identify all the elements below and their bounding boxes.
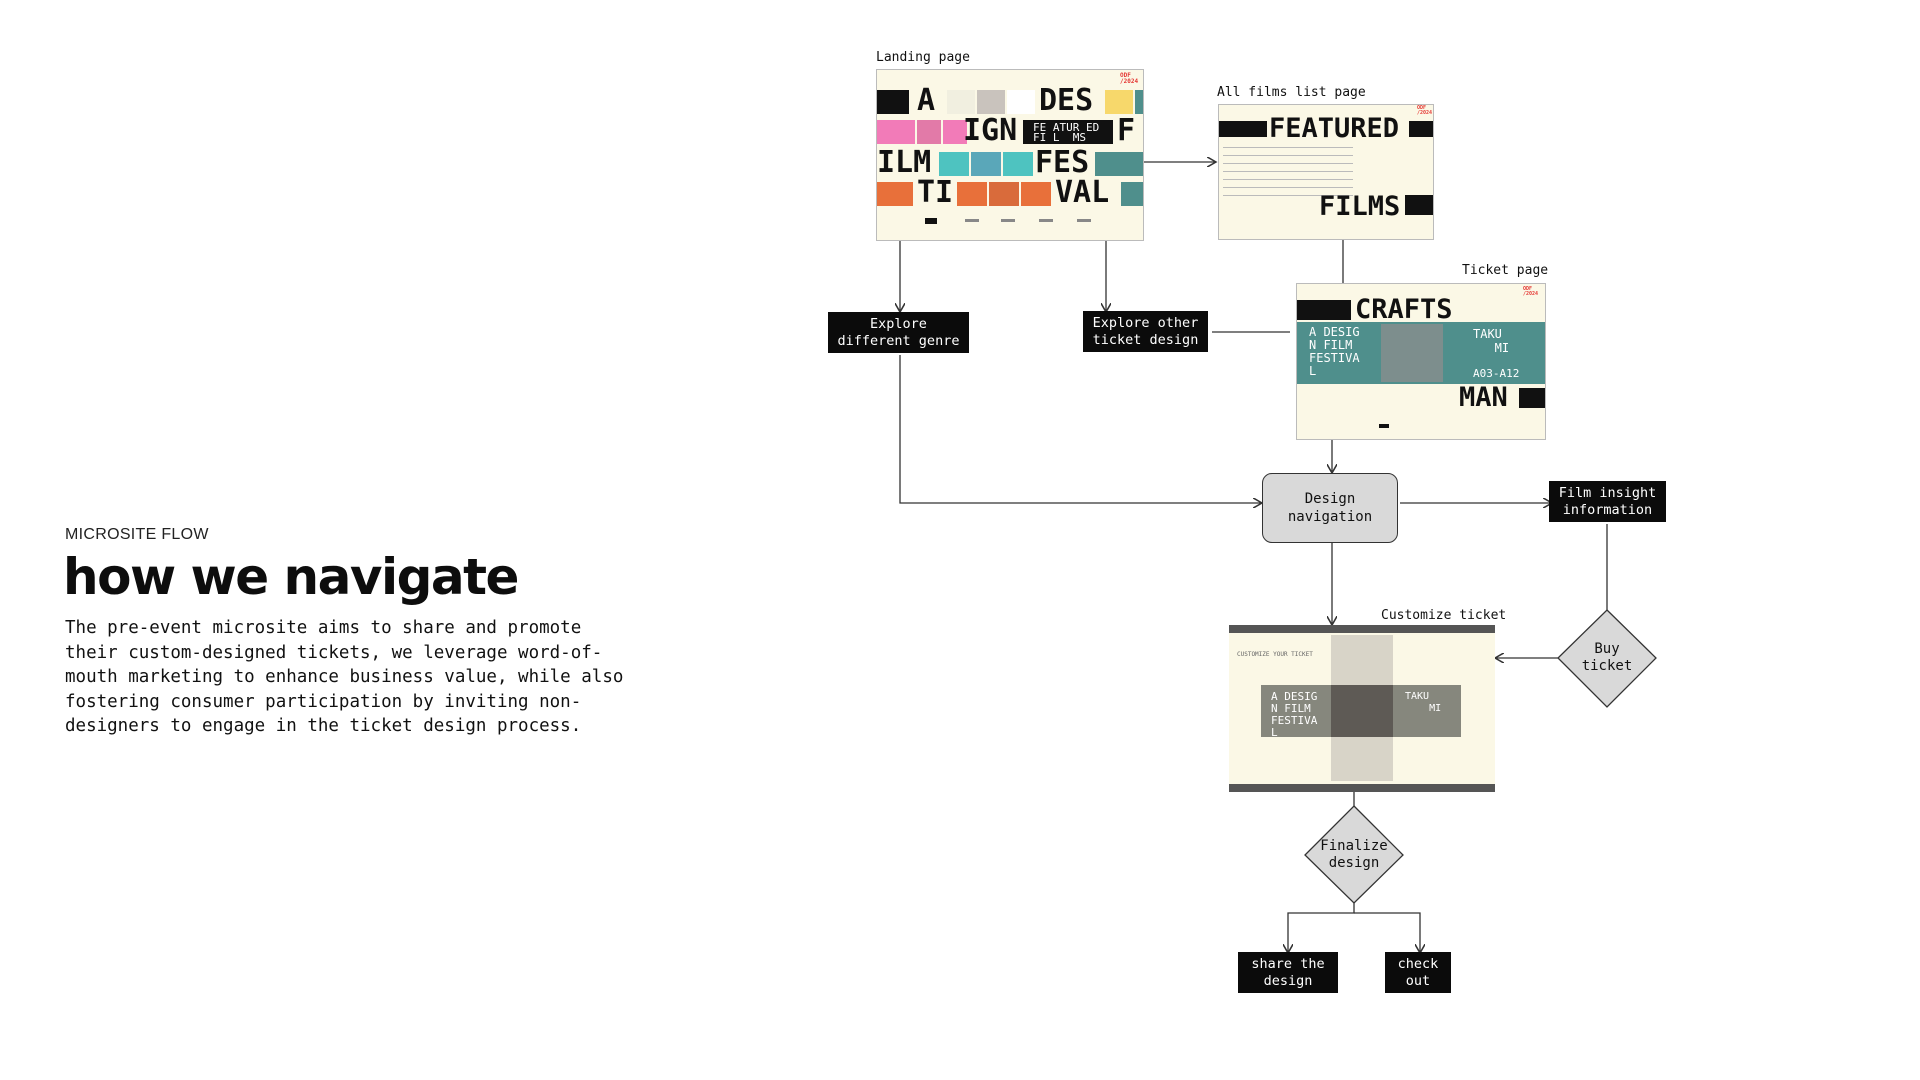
customize-ticket-right: TAKU MI: [1405, 691, 1442, 714]
landing-word-a: A: [917, 83, 936, 118]
landing-word-ign: IGN: [963, 113, 1018, 148]
ticket-code: A03-A12: [1473, 367, 1520, 380]
ticket-right-text: TAKU MI: [1473, 327, 1510, 355]
intro-description: The pre-event microsite aims to share an…: [65, 618, 624, 736]
finalize-design-label: Finalize design: [1320, 838, 1388, 871]
landing-word-ilm: ILM: [877, 145, 932, 180]
customize-header: CUSTOMIZE YOUR TICKET: [1237, 651, 1313, 658]
design-navigation-node: Design navigation: [1262, 473, 1398, 543]
ticket-title-bottom: MAN: [1459, 382, 1508, 413]
section-eyebrow: MICROSITE FLOW: [65, 526, 209, 543]
page-title: how we navigate: [63, 548, 519, 606]
ticket-logo: ODF /2024: [1523, 286, 1539, 297]
landing-page-thumbnail[interactable]: A DES ODF /2024 IGN FE ATUR ED FI L MS F…: [876, 69, 1144, 241]
finalize-design-diamond: [1304, 805, 1404, 904]
connector-finalize-to-outputs: [1288, 903, 1355, 953]
connector-finalize-to-checkout: [1354, 912, 1420, 953]
ticket-left-text: A DESIG N FILM FESTIVA L: [1309, 325, 1360, 378]
landing-word-val: VAL: [1055, 175, 1110, 210]
films-page-thumbnail[interactable]: FEATURED ODF /2024 FILMS: [1218, 104, 1434, 240]
buy-ticket-label: Buy ticket: [1581, 641, 1633, 674]
ticket-page-thumbnail[interactable]: CRAFTS ODF /2024 A DESIG N FILM FESTIVA …: [1296, 283, 1546, 440]
landing-word-f: F: [1117, 113, 1136, 148]
share-design-label: share the design: [1238, 952, 1338, 993]
explore-ticket-design-label: Explore other ticket design: [1083, 311, 1208, 352]
landing-page-caption: Landing page: [876, 50, 970, 65]
connector-genre-to-nav: [899, 355, 1262, 503]
landing-featured-block: FE ATUR ED FI L MS: [1033, 121, 1100, 144]
films-page-caption: All films list page: [1217, 85, 1366, 100]
films-logo: ODF /2024: [1417, 105, 1433, 116]
landing-word-ti: TI: [917, 175, 954, 210]
films-title-bottom: FILMS: [1319, 191, 1401, 222]
landing-word-fes: FES: [1035, 145, 1090, 180]
buy-ticket-diamond: [1557, 609, 1657, 708]
explore-genre-label: Explore different genre: [828, 312, 969, 353]
landing-logo: ODF /2024: [1120, 72, 1139, 85]
film-insight-label: Film insight information: [1549, 481, 1666, 522]
customize-ticket-left: A DESIG N FILM FESTIVA L: [1271, 690, 1318, 739]
customize-page-thumbnail[interactable]: CUSTOMIZE YOUR TICKET A DESIG N FILM FES…: [1229, 625, 1495, 792]
ticket-title-top: CRAFTS: [1355, 294, 1453, 325]
check-out-label: check out: [1385, 952, 1451, 993]
landing-word-des: DES: [1039, 83, 1094, 118]
ticket-page-caption: Ticket page: [1462, 263, 1549, 278]
films-title-top: FEATURED: [1269, 113, 1400, 144]
customize-page-caption: Customize ticket: [1381, 608, 1507, 623]
